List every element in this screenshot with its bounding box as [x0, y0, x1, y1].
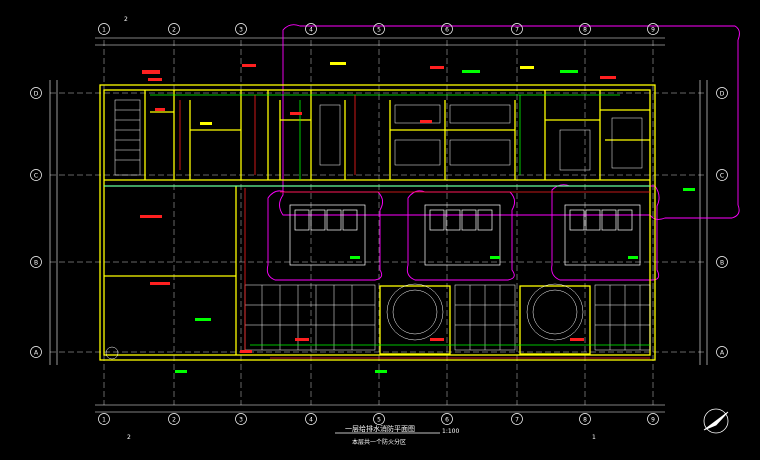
axis-bottom-4-label: 4	[309, 417, 313, 424]
kitchen-equipment	[114, 99, 643, 176]
axis-top-4-label: 4	[309, 27, 313, 34]
axis-bottom-9-label: 9	[651, 417, 655, 424]
axis-bottom-2-bubble	[168, 413, 180, 425]
annotation-marks	[140, 62, 695, 373]
dimension-lines	[49, 37, 708, 413]
grid-lines	[50, 40, 707, 405]
axis-left-B-bubble	[30, 256, 42, 268]
axis-top-6-label: 6	[445, 27, 449, 34]
axis-top-9-bubble	[647, 23, 659, 35]
axis-bottom-7-label: 7	[515, 417, 519, 424]
revision-cloud	[266, 24, 740, 281]
axis-bottom-8-label: 8	[583, 417, 587, 424]
axis-right-B-bubble	[716, 256, 728, 268]
axis-right-D-label: D	[720, 91, 725, 98]
axis-bottom-4-bubble	[305, 413, 317, 425]
axis-right-A-bubble	[716, 346, 728, 358]
axis-top-7-label: 7	[515, 27, 519, 34]
axis-right-B-label: B	[720, 260, 724, 267]
axis-top-3-bubble	[235, 23, 247, 35]
building-walls	[99, 84, 656, 361]
toilet-blocks	[289, 204, 641, 266]
axis-bottom-6-label: 6	[445, 417, 449, 424]
axis-right-C-label: C	[720, 173, 724, 180]
axis-top-2-bubble	[168, 23, 180, 35]
axis-top-5-bubble	[373, 23, 385, 35]
axis-left-A-bubble	[30, 346, 42, 358]
axis-bottom-5-label: 5	[377, 417, 381, 424]
axis-top-8-label: 8	[583, 27, 587, 34]
axis-top-3-label: 3	[239, 27, 243, 34]
axis-left-D-bubble	[30, 87, 42, 99]
drawing-scale: 1:100	[442, 428, 460, 435]
axis-bottom-2-label: 2	[172, 417, 176, 424]
axis-top-1-bubble	[98, 23, 110, 35]
axis-bottom-6-bubble	[441, 413, 453, 425]
axis-top-6-bubble	[441, 23, 453, 35]
axis-bottom-3-bubble	[235, 413, 247, 425]
axis-right-D-bubble	[716, 87, 728, 99]
axis-left-C-label: C	[34, 173, 38, 180]
axis-right-A-label: A	[720, 350, 725, 357]
axis-top-9-label: 9	[651, 27, 655, 34]
axis-left-D-label: D	[34, 91, 39, 98]
axis-left-B-label: B	[34, 260, 38, 267]
axis-bottom-5-bubble	[373, 413, 385, 425]
north-arrow-icon	[703, 408, 729, 434]
axis-bottom-3-label: 3	[239, 417, 243, 424]
axis-top-1-label: 1	[102, 27, 106, 34]
axis-top-4-bubble	[305, 23, 317, 35]
axis-top-7-bubble	[511, 23, 523, 35]
axis-bottom-7-bubble	[511, 413, 523, 425]
axis-top-5-label: 5	[377, 27, 381, 34]
axis-bottom-8-bubble	[579, 413, 591, 425]
axis-bottom-9-bubble	[647, 413, 659, 425]
drawing-subtitle: 本层共一个防火分区	[352, 439, 407, 446]
axis-bottom-1-label: 1	[102, 417, 106, 424]
axis-top-8-bubble	[579, 23, 591, 35]
axis-bottom-1-bubble	[98, 413, 110, 425]
axis-marker-bottom-left: 2	[127, 434, 131, 441]
axis-marker-bottom-right: 1	[592, 434, 596, 441]
axis-marker-top: 2	[124, 16, 128, 23]
drawing-title: 一层给排水消防平面图	[345, 425, 415, 433]
axis-right-C-bubble	[716, 169, 728, 181]
axis-left-A-label: A	[34, 350, 39, 357]
axis-top-2-label: 2	[172, 27, 176, 34]
pipe-runs	[104, 94, 650, 359]
axis-left-C-bubble	[30, 169, 42, 181]
room-grid-fixtures	[105, 283, 651, 360]
